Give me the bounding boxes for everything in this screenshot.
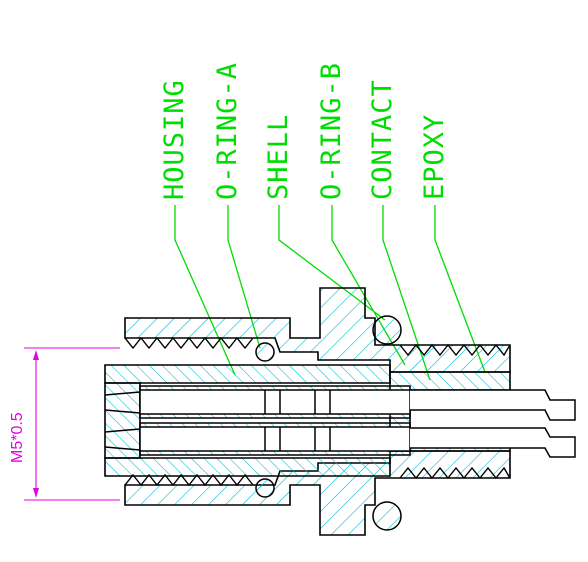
label-o-ring-b: O-RING-B [316, 62, 347, 200]
o-ring-b-bottom [372, 501, 402, 531]
label-contact: CONTACT [367, 79, 398, 200]
dimension-label: M5*0.5 [9, 412, 26, 463]
label-shell: SHELL [263, 114, 294, 200]
thread-bottom [124, 466, 511, 487]
label-housing: HOUSING [159, 79, 190, 200]
contact-pins [104, 385, 576, 458]
label-o-ring-a: O-RING-A [212, 62, 243, 200]
dimension-m5 [24, 347, 120, 501]
leader-housing [174, 205, 236, 376]
o-ring-b-top [372, 315, 402, 345]
label-epoxy: EPOXY [419, 114, 450, 200]
leader-o-ring-a [227, 205, 261, 349]
o-ring-a-bottom [255, 478, 275, 498]
leader-contact [382, 205, 431, 381]
leader-epoxy [434, 205, 486, 373]
o-ring-a-top [255, 342, 275, 362]
o-rings [255, 315, 402, 531]
component-labels: HOUSING O-RING-A SHELL O-RING-B CONTACT … [159, 62, 450, 200]
thread-top [124, 336, 511, 357]
